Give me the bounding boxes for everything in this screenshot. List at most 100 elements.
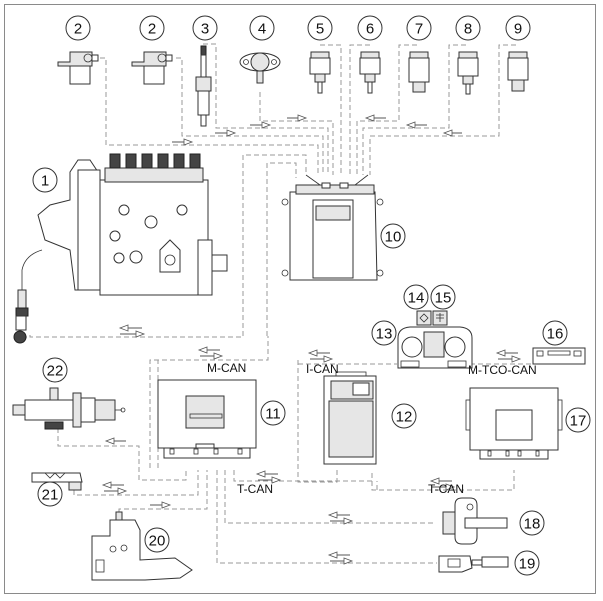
svg-text:17: 17 <box>570 413 587 430</box>
callout-13[interactable]: 13 <box>371 320 397 346</box>
wire-pump-ecu <box>29 154 307 338</box>
accelerator-pedal-20[interactable] <box>91 511 193 581</box>
temperature-sensor-6[interactable] <box>359 51 381 94</box>
pressure-sensor-7[interactable] <box>408 51 430 93</box>
speed-sensor-2b[interactable] <box>131 51 173 85</box>
preheat-warning-lamp-15[interactable] <box>432 310 448 326</box>
temperature-sensor-8[interactable] <box>457 51 479 95</box>
svg-text:5: 5 <box>316 21 324 38</box>
arrow-right <box>250 121 272 129</box>
callout-6[interactable]: 6 <box>357 15 383 41</box>
callouts: 1 2 2 3 4 5 6 7 8 9 10 11 12 13 14 15 16… <box>32 15 591 576</box>
callout-8[interactable]: 8 <box>455 15 481 41</box>
control-unit-17[interactable] <box>465 387 563 460</box>
steering-column-switch-18[interactable] <box>442 497 508 545</box>
wire-sensor-2a <box>100 57 319 175</box>
bus-label-t-can-right: T-CAN <box>428 482 464 496</box>
svg-text:15: 15 <box>435 290 452 307</box>
engine-warning-lamp-14[interactable] <box>416 310 432 326</box>
wire-glow-plug-3 <box>203 43 329 175</box>
wire-switch-19 <box>216 470 437 564</box>
clutch-switch-21[interactable] <box>31 472 83 491</box>
callout-19[interactable]: 19 <box>514 550 540 576</box>
fuel-injection-pump-1[interactable] <box>13 153 228 344</box>
arrow-pair <box>255 470 282 484</box>
svg-text:7: 7 <box>415 21 423 38</box>
svg-text:6: 6 <box>366 21 374 38</box>
callout-12[interactable]: 12 <box>391 403 417 429</box>
callout-14[interactable]: 14 <box>403 284 429 310</box>
arrow-right <box>215 129 237 137</box>
callout-21[interactable]: 21 <box>37 481 63 507</box>
flange-sensor-4[interactable] <box>239 52 281 84</box>
callout-18[interactable]: 18 <box>519 510 545 536</box>
callout-7[interactable]: 7 <box>406 15 432 41</box>
tachograph-16[interactable] <box>532 347 586 365</box>
svg-text:19: 19 <box>519 556 536 573</box>
glow-plug-3[interactable] <box>195 45 212 127</box>
svg-text:3: 3 <box>201 21 209 38</box>
svg-text:20: 20 <box>149 533 166 550</box>
wire-clutch-21 <box>73 470 199 496</box>
callout-22[interactable]: 22 <box>42 357 68 383</box>
arrow-left <box>405 121 427 129</box>
svg-text:10: 10 <box>385 229 402 246</box>
wire-pedal-20 <box>118 470 208 512</box>
arrow-right <box>172 138 194 146</box>
speed-sensor-2a[interactable] <box>57 51 99 85</box>
wire-sensor-5 <box>320 44 342 175</box>
bus-label-t-can-left: T-CAN <box>237 482 273 496</box>
arrow-pair <box>307 349 334 363</box>
instrument-cluster-13[interactable] <box>397 326 473 369</box>
wire-t-can <box>233 470 373 482</box>
wire-i-can <box>297 360 338 483</box>
arrow-pair <box>118 324 146 338</box>
pressure-sensor-9[interactable] <box>507 51 529 92</box>
svg-text:9: 9 <box>514 21 522 38</box>
callout-17[interactable]: 17 <box>565 407 591 433</box>
svg-text:22: 22 <box>47 363 64 380</box>
callout-11[interactable]: 11 <box>260 400 286 426</box>
callout-4[interactable]: 4 <box>249 15 275 41</box>
arrow-pair <box>327 511 354 525</box>
clutch-cylinder-22[interactable] <box>12 387 126 430</box>
svg-text:18: 18 <box>524 516 541 533</box>
injector-outlets <box>109 153 201 169</box>
callout-5[interactable]: 5 <box>307 15 333 41</box>
vehicle-control-unit-11[interactable] <box>157 379 257 459</box>
wires <box>14 43 533 564</box>
svg-text:4: 4 <box>258 21 266 38</box>
callout-1[interactable]: 1 <box>32 167 58 193</box>
arrow-left <box>442 129 462 137</box>
stalk-switch-19[interactable] <box>438 555 509 573</box>
callout-2a[interactable]: 2 <box>65 15 91 41</box>
callout-15[interactable]: 15 <box>430 284 456 310</box>
svg-text:8: 8 <box>464 21 472 38</box>
engine-control-unit-10[interactable] <box>281 174 384 281</box>
callout-20[interactable]: 20 <box>144 527 170 553</box>
arrow-right <box>150 501 172 509</box>
bus-label-i-can: I-CAN <box>306 362 339 376</box>
callout-3[interactable]: 3 <box>192 15 218 41</box>
arrow-pair <box>495 349 522 363</box>
wire-sensor-6 <box>349 44 370 175</box>
arrow-left <box>364 114 386 122</box>
callout-9[interactable]: 9 <box>505 15 531 41</box>
arrow-pair <box>197 346 224 360</box>
callout-2b[interactable]: 2 <box>139 15 165 41</box>
svg-text:2: 2 <box>74 21 82 38</box>
svg-text:14: 14 <box>408 290 425 307</box>
svg-text:16: 16 <box>547 326 564 343</box>
arrow-pair <box>429 477 456 491</box>
arrow-left <box>104 437 126 445</box>
wire-sensor-9 <box>369 44 516 175</box>
control-unit-12[interactable] <box>323 371 377 465</box>
temperature-sensor-5[interactable] <box>309 51 331 94</box>
callout-16[interactable]: 16 <box>542 320 568 346</box>
wire-t-can-right <box>371 470 515 491</box>
svg-text:1: 1 <box>41 173 49 190</box>
signal-arrows <box>101 114 522 565</box>
svg-text:12: 12 <box>396 409 413 426</box>
callout-10[interactable]: 10 <box>380 223 406 249</box>
